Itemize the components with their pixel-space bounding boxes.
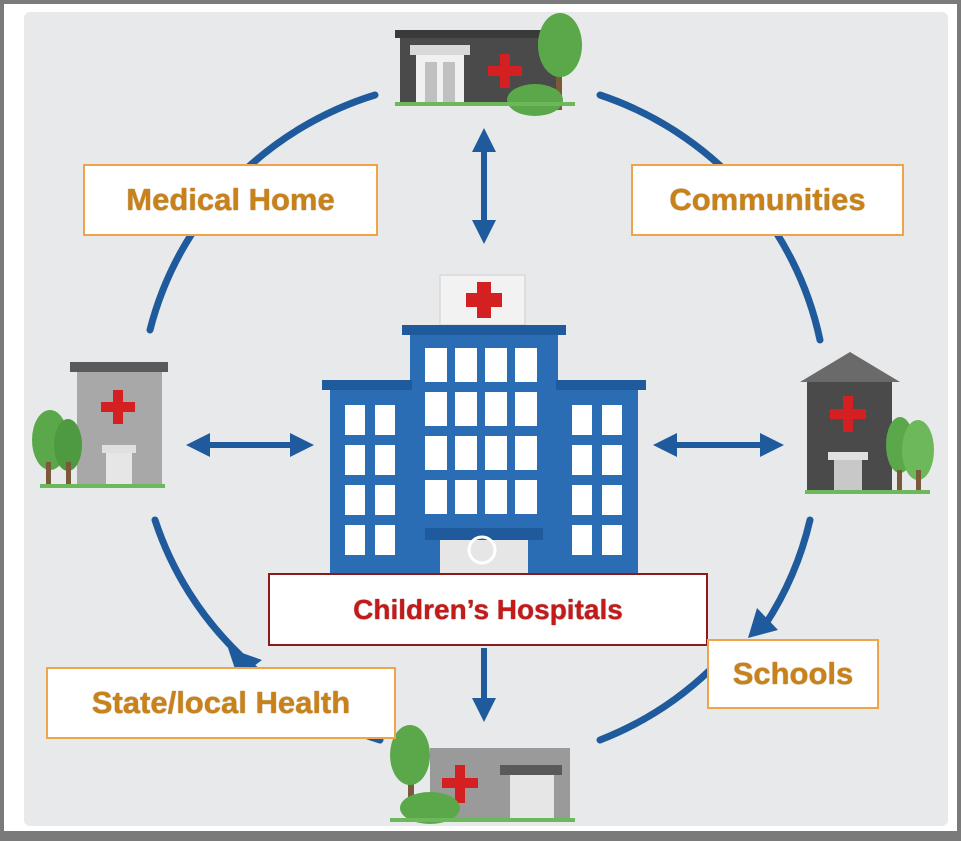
right-clinic-icon	[800, 352, 934, 494]
ring-arc-bottom-left	[151, 516, 244, 659]
label-communities: Communities	[631, 164, 904, 236]
ring-arc-right-lower	[761, 516, 814, 629]
ring-arrowhead-right	[748, 608, 778, 638]
central-hospital-icon	[322, 274, 646, 590]
bottom-clinic-icon	[390, 725, 575, 824]
ring-arc-bottom-right	[596, 666, 714, 744]
label-schools: Schools	[707, 639, 879, 709]
double-arrows	[186, 128, 784, 722]
top-clinic-icon	[395, 13, 582, 116]
label-childrens-hospitals: Children’s Hospitals	[268, 573, 708, 646]
label-medical-home: Medical Home	[83, 164, 378, 236]
label-state-local-health: State/local Health	[46, 667, 396, 739]
left-clinic-icon	[32, 362, 168, 488]
